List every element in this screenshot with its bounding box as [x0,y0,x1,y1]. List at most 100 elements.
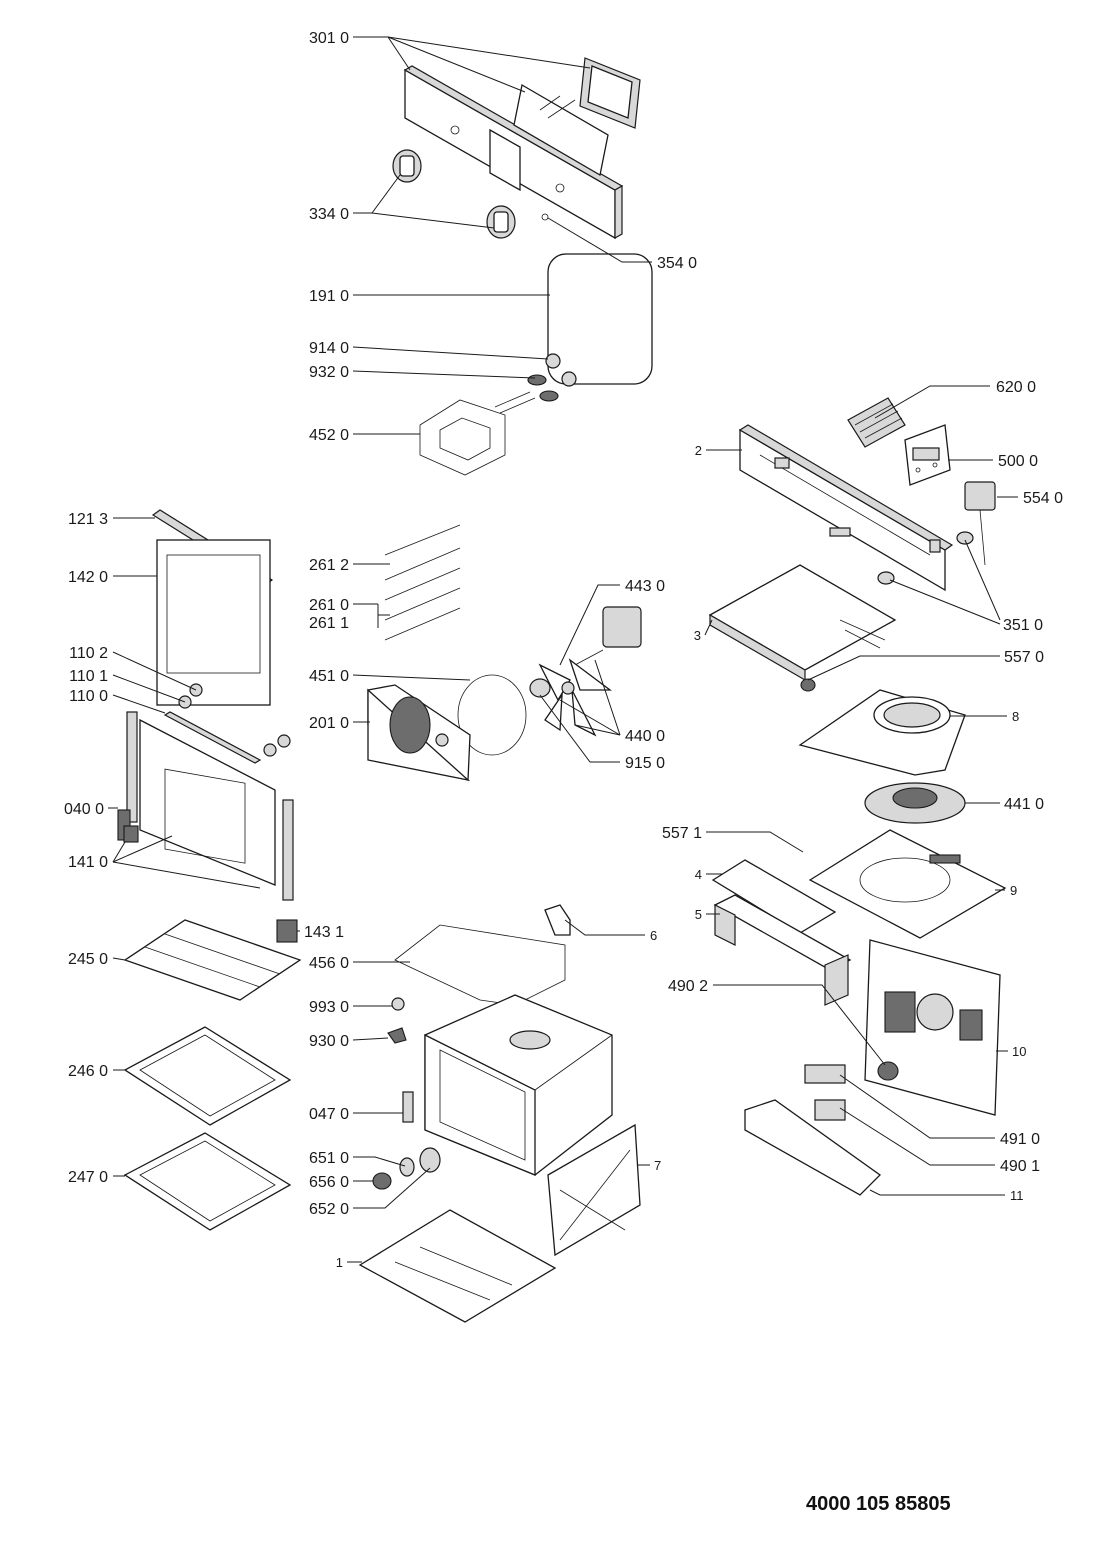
door-hinges [117,711,294,901]
control-panel [403,65,624,240]
control-knobs [392,149,516,239]
callout-142-0: 142 0 [68,569,108,586]
inner-door-glass [139,718,276,886]
callout-914-0: 914 0 [309,340,349,357]
electronic-timer [904,424,951,486]
rear-frame-panel [738,424,954,592]
callout-620-0: 620 0 [996,379,1036,396]
door-seal [547,253,653,385]
side-panel [547,1123,641,1257]
callout-10: 10 [1012,1044,1026,1059]
callout-7: 7 [654,1158,661,1173]
bottom-plate [808,829,1007,939]
fan-blade [538,658,612,737]
callout-261-0: 261 0 [309,597,349,614]
callout-441-0: 441 0 [1004,796,1044,813]
circular-element [457,674,527,756]
callout-554-0: 554 0 [1023,490,1063,507]
callout-656-0: 656 0 [309,1174,349,1191]
display-glass [513,83,609,177]
switch-shafts [877,531,974,585]
callout-490-1: 490 1 [1000,1158,1040,1175]
callout-110-2: 110 2 [69,645,108,662]
display-frame [579,57,641,129]
callout-334-0: 334 0 [309,206,349,223]
grill-element [419,391,536,476]
callout-451-0: 451 0 [309,668,349,685]
callout-490-2: 490 2 [668,978,708,995]
callout-354-0: 354 0 [657,255,697,272]
callout-141-0: 141 0 [68,854,108,871]
callout-491-0: 491 0 [1000,1131,1040,1148]
callout-143-1: 143 1 [304,924,344,941]
fan-housing [798,689,966,776]
back-panel [864,939,1001,1116]
callout-5: 5 [695,907,702,922]
spring-clip [387,1027,407,1044]
callout-040-0: 040 0 [64,801,104,818]
callout-9: 9 [1010,883,1017,898]
clip [391,997,405,1011]
callout-452-0: 452 0 [309,427,349,444]
selector-switch [964,481,996,566]
callout-351-0: 351 0 [1003,617,1043,634]
callout-6: 6 [650,928,657,943]
document-number: 4000 105 85805 [806,1493,951,1515]
callout-246-0: 246 0 [68,1063,108,1080]
callout-8: 8 [1012,709,1019,724]
shelf-supports [384,524,461,641]
lamp [877,1061,899,1081]
callout-3: 3 [694,628,701,643]
thermal-cutout [800,678,816,692]
callout-110-1: 110 1 [69,668,108,685]
lamp-socket [814,1099,846,1121]
wire-shelf [123,919,302,1001]
callout-245-0: 245 0 [68,951,108,968]
lower-element [394,924,566,1006]
side-bracket [713,894,852,1006]
drip-pan [123,1132,292,1231]
lamp-holder [804,1064,846,1084]
hinge-bracket [276,919,298,943]
callout-121-3: 121 3 [68,511,108,528]
callout-047-0: 047 0 [309,1106,349,1123]
callout-201-0: 201 0 [309,715,349,732]
fan-motor [574,606,642,666]
lamp-socket-small [419,1147,441,1173]
lamp-glass [372,1172,392,1190]
callout-932-0: 932 0 [309,364,349,381]
callout-651-0: 651 0 [309,1150,349,1167]
oven-cavity [424,994,613,1176]
callout-500-0: 500 0 [998,453,1038,470]
callout-443-0: 443 0 [625,578,665,595]
callout-110-0: 110 0 [69,688,108,705]
leader-lines [108,36,1018,1263]
callout-456-0: 456 0 [309,955,349,972]
callout-440-0: 440 0 [625,728,665,745]
callout-247-0: 247 0 [68,1169,108,1186]
callout-11: 11 [1010,1188,1024,1203]
callout-557-0: 557 0 [1004,649,1044,666]
callout-261-1: 261 1 [309,615,349,632]
callout-915-0: 915 0 [625,755,665,772]
callout-652-0: 652 0 [309,1201,349,1218]
bottom-cover [358,1209,557,1323]
baking-tray [123,1026,292,1126]
element-bracket [544,904,571,936]
fan-nut [529,678,551,698]
callout-993-0: 993 0 [309,999,349,1016]
top-cover [708,564,897,682]
rear-bracket [744,1099,882,1196]
callout-557-1: 557 1 [662,825,702,842]
callout-930-0: 930 0 [309,1033,349,1050]
callout-2: 2 [695,443,702,458]
callout-1: 1 [336,1255,343,1270]
callout-261-2: 261 2 [309,557,349,574]
callout-labels: 301 0 334 0 354 0 191 0 914 0 932 0 452 … [64,30,1063,1270]
lamp-bulb [399,1157,415,1177]
door-strip [163,711,262,764]
lamp-cover [402,1091,414,1123]
cooling-fan [864,782,966,824]
terminal-block [847,397,906,448]
